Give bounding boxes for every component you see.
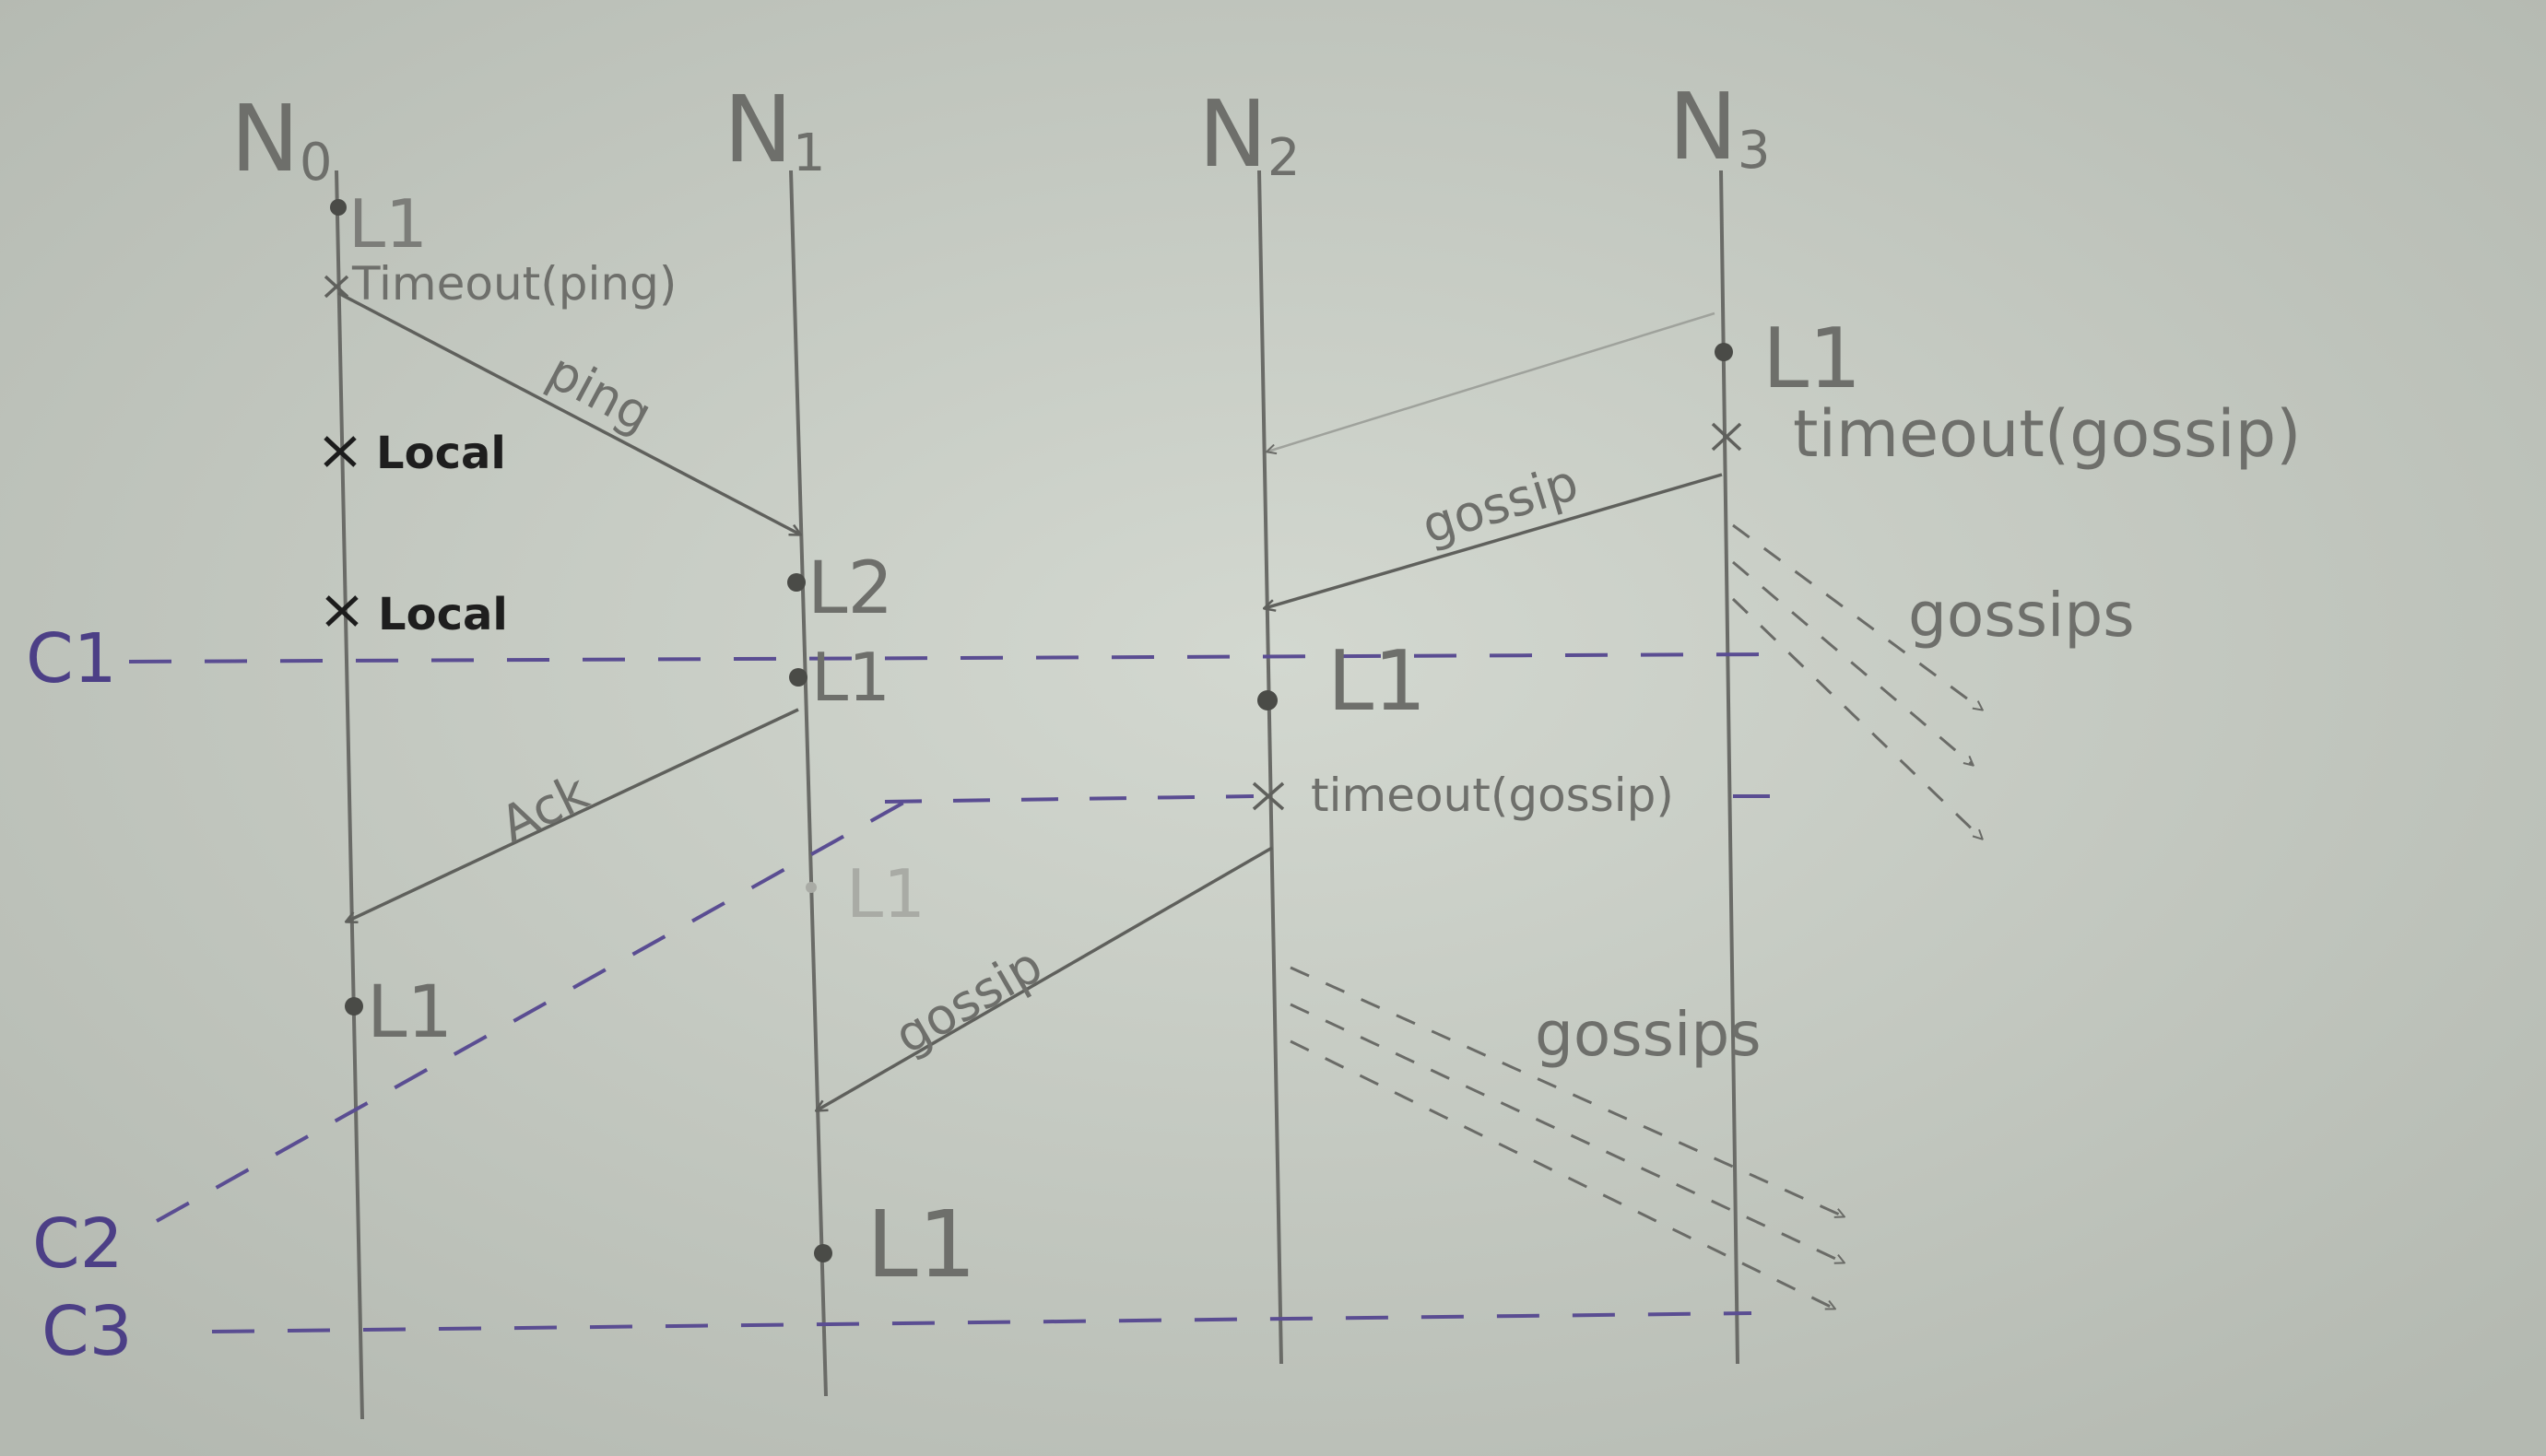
event-label-n0-timeout: Timeout(ping)	[351, 257, 677, 311]
gossips-n2-arrow-2	[1290, 1003, 1844, 1262]
event-dot-n0-l1-top	[330, 199, 347, 216]
event-dot-n3-l1	[1715, 343, 1733, 361]
gossips-n2-arrow-1	[1290, 966, 1844, 1216]
cut-c2-line-lower	[156, 791, 923, 1223]
gossips-n2-arrow-3	[1290, 1039, 1834, 1309]
gossips-n3-label: gossips	[1908, 580, 2135, 651]
cut-label-c2: C2	[32, 1204, 124, 1284]
event-cross-n0-timeout	[324, 275, 349, 299]
event-dot-n1-l1-faint	[806, 882, 817, 893]
gossips-n2-label: gossips	[1535, 999, 1762, 1070]
event-dot-n0-l1-bottom	[345, 997, 363, 1016]
timeline-n0	[335, 170, 364, 1420]
cut-c1-line	[128, 652, 1771, 663]
message-gossip-n3-n2-arrow	[1265, 473, 1723, 608]
event-dot-n1-l1-bottom	[814, 1244, 832, 1262]
event-label-n2-l1: L1	[1327, 633, 1426, 730]
cut-c2-line-upper	[884, 794, 1255, 804]
cut-label-c3: C3	[41, 1292, 133, 1371]
event-dot-n1-l1-first	[789, 668, 807, 687]
node-label-n2: N2	[1198, 80, 1300, 188]
event-label-n3-timeout: timeout(gossip)	[1793, 396, 2302, 472]
timeline-n2	[1257, 170, 1283, 1365]
cut-label-c1: C1	[26, 619, 117, 699]
event-cross-n3-timeout	[1711, 422, 1742, 452]
erased-message-arrow	[1267, 311, 1715, 452]
message-gossip-n2-n1-arrow	[817, 846, 1273, 1110]
event-label-n0-local-2: Local	[378, 589, 508, 640]
timeline-n3	[1719, 170, 1739, 1365]
cut-c3-line	[211, 1311, 1752, 1333]
event-label-n1-l2: L2	[807, 547, 893, 630]
event-cross-n0-local-1	[324, 436, 357, 467]
node-label-n1: N1	[724, 76, 825, 183]
message-ack-arrow	[347, 708, 799, 922]
message-ping-arrow	[337, 291, 800, 534]
event-dot-n2-l1	[1257, 690, 1278, 710]
event-label-n3-l1: L1	[1762, 311, 1861, 407]
node-label-n0: N0	[230, 85, 332, 193]
event-label-n1-l1-bottom: L1	[866, 1191, 976, 1298]
event-label-n0-l1-top: L1	[348, 185, 428, 263]
node-label-n3: N3	[1668, 73, 1770, 181]
event-cross-n0-local-2	[325, 595, 359, 627]
event-label-n0-local-1: Local	[376, 428, 506, 479]
event-label-n1-l1-faint: L1	[846, 855, 925, 933]
event-dot-n1-l2	[787, 573, 806, 592]
event-cross-n2-timeout	[1252, 781, 1285, 811]
event-label-n0-l1-bottom: L1	[367, 971, 453, 1054]
gossips-n3-arrow-2	[1732, 560, 1973, 765]
timeline-n1	[789, 170, 828, 1397]
event-label-n1-l1-first: L1	[811, 639, 890, 716]
gossips-n3-arrow-3	[1731, 597, 1982, 839]
event-label-n2-timeout: timeout(gossip)	[1311, 769, 1674, 822]
gossips-n3-arrow-1	[1732, 523, 1982, 710]
